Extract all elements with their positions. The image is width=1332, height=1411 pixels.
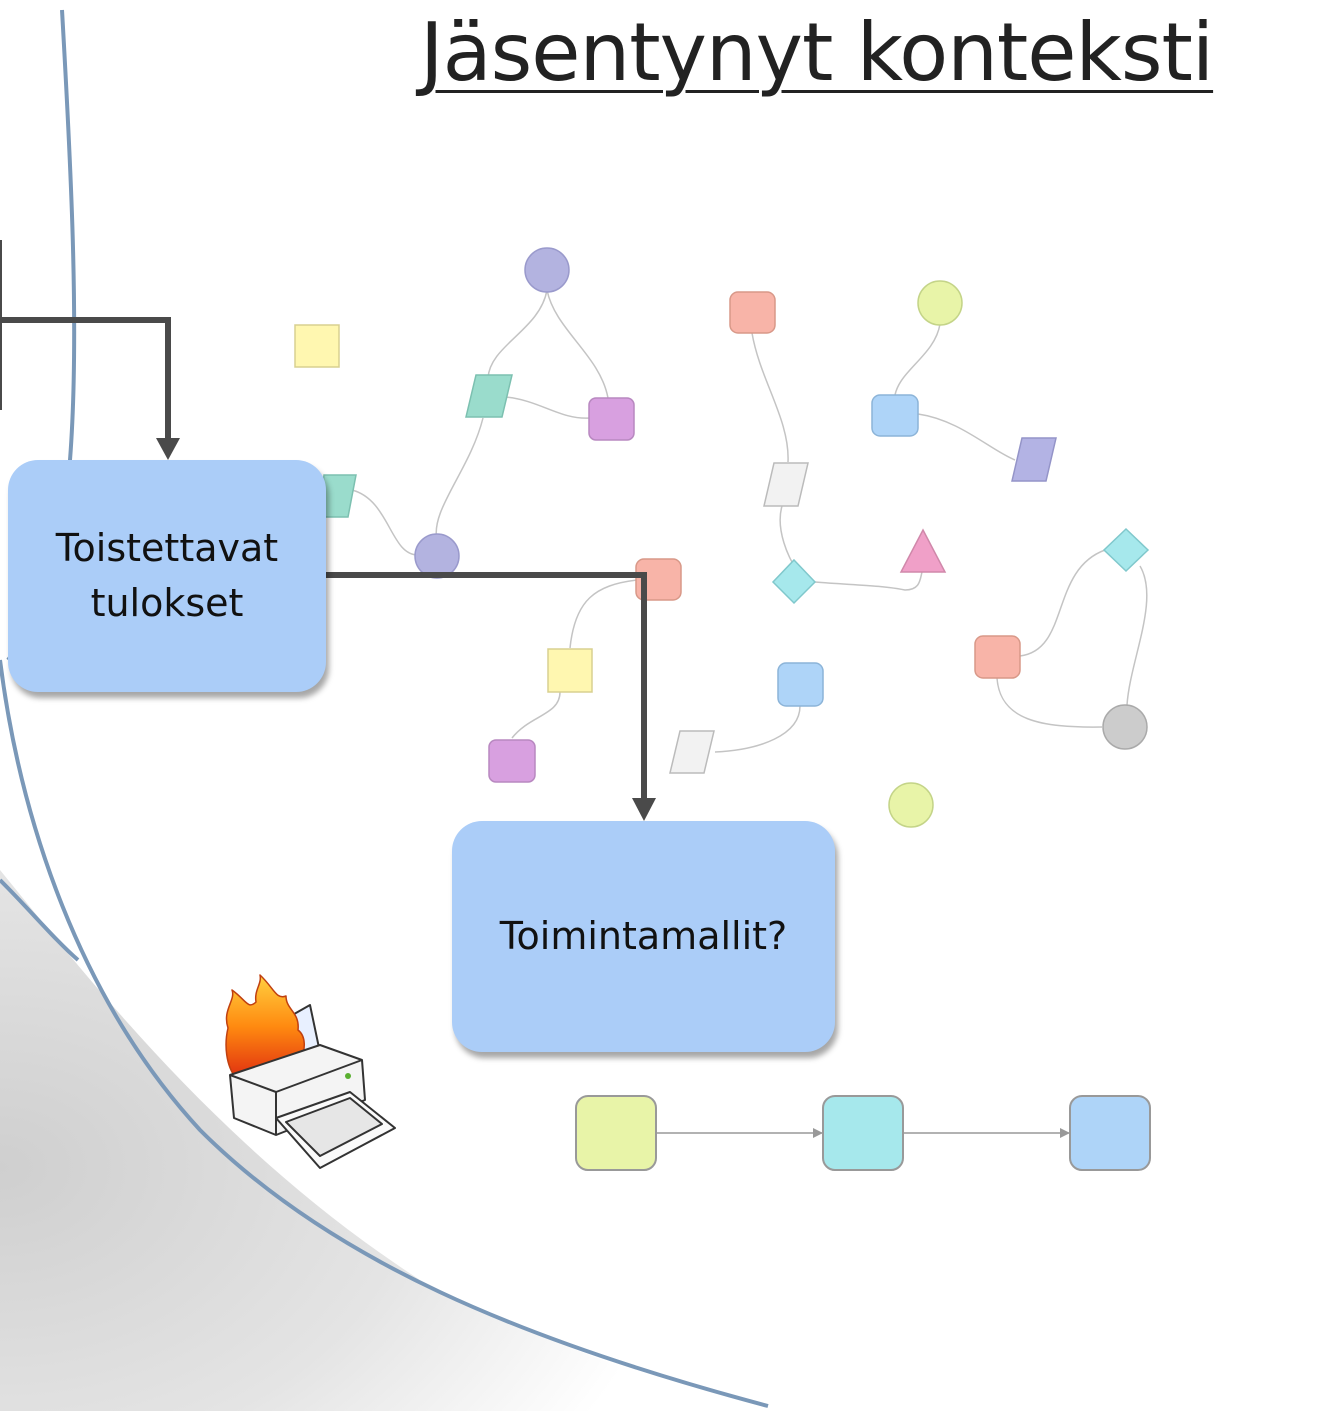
pipeline-step-2 — [822, 1095, 904, 1171]
graph-edges — [351, 289, 1148, 753]
arrowhead — [156, 438, 180, 460]
node-circle — [888, 782, 934, 828]
arrowhead — [632, 798, 656, 821]
node-circle — [524, 247, 570, 293]
burning-printer-icon — [225, 974, 396, 1169]
node-parallelogram — [763, 462, 809, 507]
node-square — [488, 739, 536, 783]
graph-nodes — [294, 247, 1150, 828]
node-parallelogram — [1011, 437, 1057, 482]
node-diamond — [771, 558, 817, 605]
node-square — [777, 662, 824, 707]
pipeline — [575, 1095, 1151, 1171]
node-square — [635, 558, 682, 601]
node-square — [729, 291, 776, 334]
node-square — [871, 394, 919, 437]
box-label-line: Toistettavat — [55, 525, 279, 570]
box-label: Toimintamallit? — [499, 913, 788, 958]
node-square — [547, 648, 593, 693]
page-curl-shadow — [0, 870, 760, 1411]
node-diamond — [1102, 527, 1150, 573]
main-connectors — [0, 317, 647, 800]
node-parallelogram — [669, 730, 715, 774]
node-triangle — [899, 528, 947, 573]
node-square — [974, 635, 1021, 679]
node-parallelogram — [465, 374, 513, 418]
node-square — [588, 397, 635, 441]
reproducible-results-box: Toistettavat tulokset — [8, 460, 326, 692]
node-circle — [414, 533, 460, 579]
node-square — [294, 324, 340, 368]
pipeline-step-3 — [1069, 1095, 1151, 1171]
node-circle — [1102, 704, 1148, 750]
slide-title: Jäsentynyt konteksti — [420, 6, 1214, 99]
operating-models-box: Toimintamallit? — [452, 821, 835, 1052]
box-label-line: tulokset — [90, 581, 244, 625]
node-circle — [917, 280, 963, 326]
pipeline-step-1 — [575, 1095, 657, 1171]
